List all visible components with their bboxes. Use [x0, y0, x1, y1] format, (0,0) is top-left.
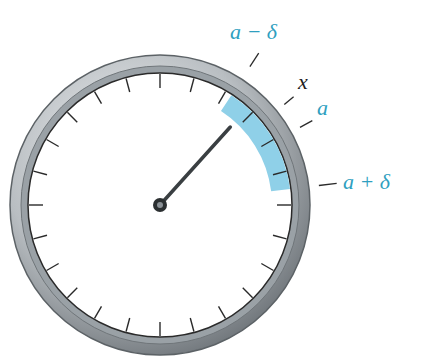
- tick-mark: [273, 235, 287, 239]
- reading-label: x: [298, 70, 308, 94]
- needle-hub: [153, 198, 167, 212]
- tick-mark: [261, 264, 273, 271]
- tick-mark: [243, 112, 253, 122]
- needle-hub-center: [157, 202, 163, 208]
- tolerance-label: a − δ: [230, 20, 277, 44]
- tick-mark: [159, 322, 160, 336]
- tolerance-band: [221, 95, 290, 191]
- tolerance-label: a: [317, 96, 328, 120]
- tick-mark: [126, 78, 130, 92]
- tick-mark: [219, 306, 226, 318]
- tick-mark: [33, 235, 47, 239]
- tick-mark: [29, 204, 43, 205]
- tick-mark: [67, 288, 77, 298]
- tick-mark: [159, 74, 160, 88]
- tolerance-label: a + δ: [343, 170, 390, 194]
- tick-mark: [33, 171, 47, 175]
- leader-line: [300, 121, 312, 128]
- tick-mark: [190, 78, 194, 92]
- tick-mark: [261, 140, 273, 147]
- tick-mark: [67, 112, 77, 122]
- gauge-ring: [10, 55, 310, 355]
- tick-mark: [47, 140, 59, 147]
- leader-line: [319, 183, 337, 185]
- gauge-face: [28, 73, 292, 337]
- leader-line: [250, 53, 259, 67]
- tick-mark: [277, 204, 291, 205]
- tick-mark: [273, 171, 287, 175]
- tick-marks: [29, 74, 291, 336]
- tick-mark: [190, 318, 194, 332]
- tick-mark: [47, 264, 59, 271]
- tick-mark: [219, 92, 226, 104]
- tick-mark: [95, 92, 102, 104]
- tick-mark: [243, 288, 253, 298]
- needle-line: [160, 127, 230, 205]
- leader-lines: [250, 53, 337, 185]
- gauge-bezel: [21, 66, 299, 344]
- tick-mark: [126, 318, 130, 332]
- needle: [153, 127, 230, 212]
- tick-mark: [95, 306, 102, 318]
- tolerance-arc: [221, 95, 290, 191]
- leader-line: [284, 97, 293, 105]
